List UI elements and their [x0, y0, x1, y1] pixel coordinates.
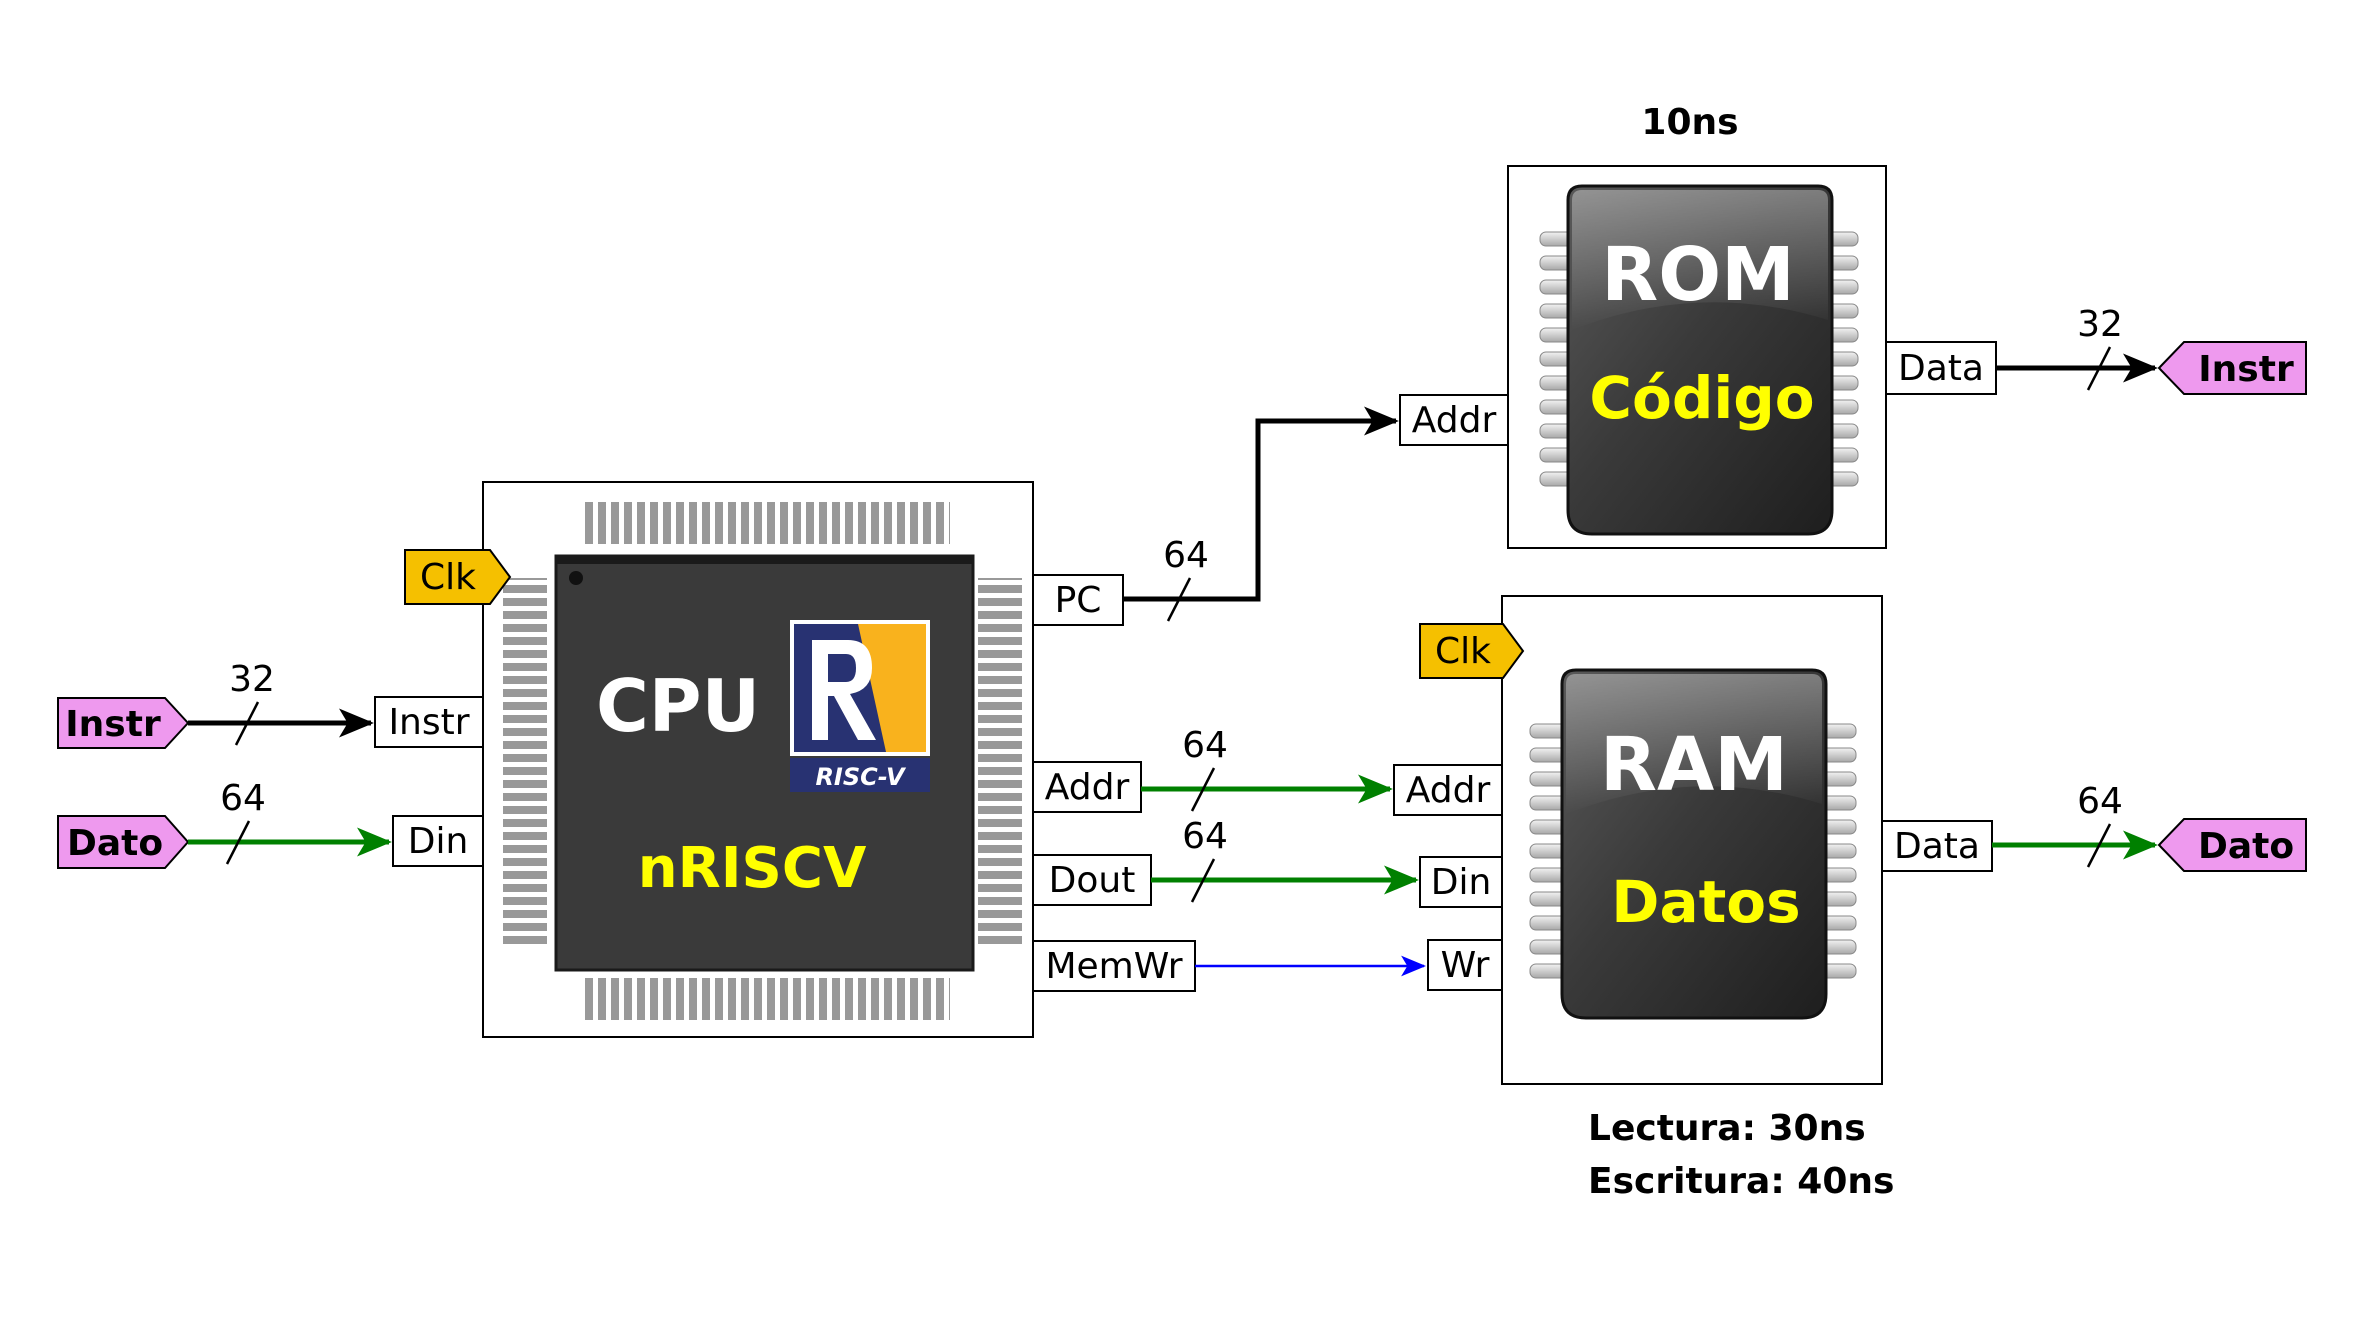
- ram-subtitle: Datos: [1611, 868, 1800, 936]
- cpu-chip-icon: [503, 502, 1022, 1020]
- rom-port-addr: Addr: [1399, 394, 1509, 446]
- width-dout: 64: [1182, 816, 1228, 857]
- risc-v-logo-icon: RISC-V: [790, 620, 930, 792]
- slash-instr-in: [234, 701, 260, 746]
- svg-text:Clk: Clk: [420, 557, 476, 598]
- svg-text:Dato: Dato: [67, 823, 163, 864]
- ram-port-data: Data: [1881, 820, 1993, 872]
- ram-timing-write: Escritura: 40ns: [1588, 1161, 1894, 1202]
- slash-addr: [1190, 767, 1216, 812]
- svg-text:Clk: Clk: [1435, 631, 1491, 672]
- slash-pc: [1166, 577, 1192, 622]
- width-ram-data: 64: [2077, 781, 2123, 822]
- svg-text:Data: Data: [1894, 826, 1980, 867]
- wires: [188, 346, 2158, 977]
- ram-port-wr: Wr: [1427, 939, 1503, 991]
- svg-text:Addr: Addr: [1045, 767, 1130, 808]
- cpu-port-dout: Dout: [1032, 854, 1152, 906]
- rom-port-data: Data: [1885, 341, 1997, 395]
- svg-text:Wr: Wr: [1441, 945, 1490, 986]
- ram-timing-read: Lectura: 30ns: [1588, 1108, 1866, 1149]
- io-dato-out-tag: Dato: [2157, 818, 2307, 872]
- bus-pc: [1123, 406, 1399, 602]
- rom-chip-icon: [1539, 184, 1859, 536]
- svg-text:Din: Din: [408, 821, 469, 862]
- svg-text:Instr: Instr: [388, 702, 469, 743]
- cpu-port-pc: PC: [1032, 574, 1124, 626]
- width-instr-in: 32: [229, 659, 275, 700]
- svg-text:Instr: Instr: [65, 704, 161, 745]
- svg-text:Instr: Instr: [2198, 349, 2294, 390]
- io-instr-in-tag: Instr: [57, 697, 190, 749]
- width-rom-data: 32: [2077, 304, 2123, 345]
- svg-text:PC: PC: [1055, 580, 1102, 621]
- slash-ram-data: [2086, 823, 2112, 868]
- svg-text:Addr: Addr: [1406, 770, 1491, 811]
- svg-text:Din: Din: [1431, 862, 1492, 903]
- io-dato-in-tag: Dato: [57, 815, 190, 869]
- rom-subtitle: Código: [1589, 364, 1814, 432]
- svg-text:Dato: Dato: [2198, 826, 2294, 867]
- risc-v-logo-text: RISC-V: [815, 763, 907, 791]
- rom-block: ROM Código: [1507, 165, 1887, 549]
- cpu-block: CPU nRISCV RISC-V: [482, 481, 1034, 1038]
- svg-text:Data: Data: [1898, 348, 1984, 389]
- ram-port-din: Din: [1419, 856, 1503, 908]
- cpu-port-memwr: MemWr: [1032, 940, 1196, 992]
- ram-title: RAM: [1600, 722, 1788, 808]
- svg-text:MemWr: MemWr: [1045, 946, 1182, 987]
- rom-title: ROM: [1601, 232, 1795, 318]
- cpu-port-clk: Clk: [404, 549, 512, 605]
- ram-chip-icon: [1529, 668, 1857, 1020]
- width-addr: 64: [1182, 725, 1228, 766]
- cpu-port-din: Din: [392, 815, 484, 867]
- cpu-name: nRISCV: [638, 836, 867, 901]
- width-dato-in: 64: [220, 778, 266, 819]
- slash-dato-in: [225, 820, 251, 865]
- slash-rom-data: [2086, 346, 2112, 391]
- svg-text:Dout: Dout: [1049, 860, 1136, 901]
- cpu-port-addr: Addr: [1032, 761, 1142, 813]
- ram-block: RAM Datos: [1501, 595, 1883, 1085]
- cpu-title: CPU: [596, 664, 760, 748]
- svg-text:Addr: Addr: [1412, 400, 1497, 441]
- io-instr-out-tag: Instr: [2157, 341, 2307, 395]
- rom-timing: 10ns: [1641, 102, 1738, 143]
- cpu-port-instr: Instr: [374, 696, 484, 748]
- ram-port-clk: Clk: [1419, 623, 1525, 679]
- ram-port-addr: Addr: [1393, 764, 1503, 816]
- slash-dout: [1190, 858, 1216, 903]
- width-pc: 64: [1163, 535, 1209, 576]
